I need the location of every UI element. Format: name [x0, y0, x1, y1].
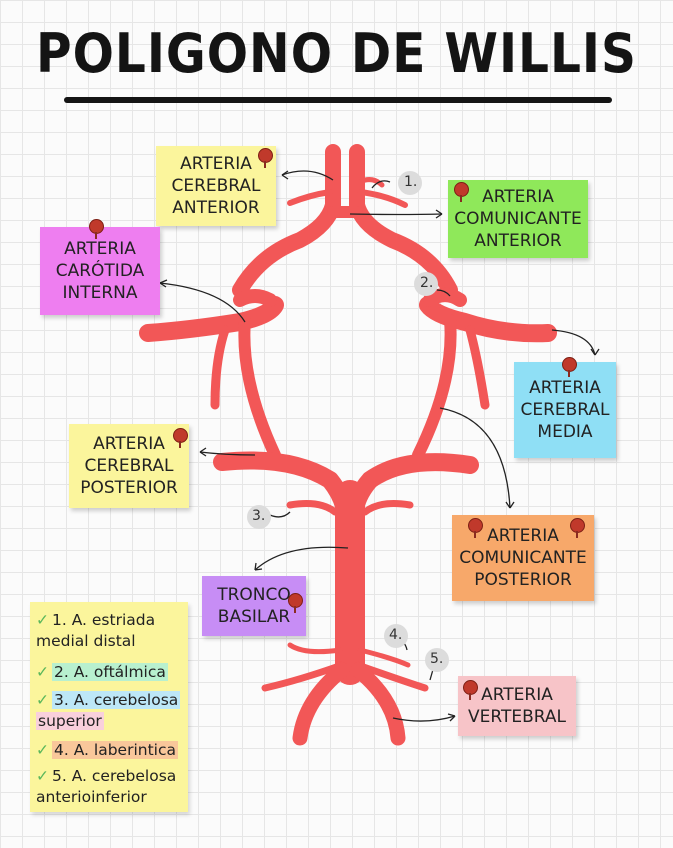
pin-icon — [288, 593, 303, 608]
check-icon: ✓ — [36, 741, 49, 759]
legend-item-4: ✓4. A. laberintica — [36, 740, 178, 761]
label-comunicante-anterior: ARTERIA COMUNICANTE ANTERIOR — [448, 180, 588, 258]
pin-icon — [562, 357, 577, 372]
label-carotida-interna: ARTERIA CARÓTIDA INTERNA — [40, 227, 160, 315]
arrow-vertebral — [393, 716, 455, 721]
superior-cerebellar-right — [365, 504, 410, 512]
carotid-right-stub — [430, 295, 460, 300]
pin-icon — [173, 428, 188, 443]
middle-cerebral-left — [148, 305, 275, 333]
striate-branch-right — [360, 192, 405, 205]
posterior-cerebral-left — [222, 460, 345, 510]
arrow-num-3 — [270, 512, 290, 517]
number-5: 5. — [430, 651, 443, 667]
labyrinthine-right — [360, 650, 408, 665]
posterior-communicating-right — [418, 320, 451, 455]
check-icon: ✓ — [36, 663, 49, 681]
number-2: 2. — [420, 275, 433, 291]
striate-branch-left — [290, 192, 330, 203]
arrow-tronco-basilar — [255, 547, 348, 570]
arrow-comunicante-anterior — [350, 214, 442, 215]
pin-icon — [89, 219, 104, 234]
pin-icon — [258, 148, 273, 163]
carotid-left-stub — [240, 296, 270, 300]
ophthalmic-left-branch — [215, 330, 225, 405]
number-4: 4. — [389, 627, 402, 643]
legend-item-1: ✓1. A. estriada medial distal — [36, 610, 155, 652]
labyrinthine-left — [290, 645, 340, 652]
legend-item-5: ✓5. A. cerebelosa anterioinferior — [36, 766, 176, 808]
pin-icon — [570, 518, 585, 533]
check-icon: ✓ — [36, 767, 49, 785]
label-cerebral-media: ARTERIA CEREBRAL MEDIA — [514, 362, 616, 458]
pin-icon — [454, 182, 469, 197]
posterior-communicating-left — [244, 320, 275, 455]
check-icon: ✓ — [36, 691, 49, 709]
legend-note: ✓1. A. estriada medial distal ✓2. A. oft… — [30, 602, 188, 812]
arrow-cerebral-media — [552, 330, 595, 355]
label-cerebral-posterior: ARTERIA CEREBRAL POSTERIOR — [69, 424, 189, 508]
check-icon: ✓ — [36, 611, 49, 629]
anterior-cerebral-right — [357, 152, 450, 290]
number-3: 3. — [252, 508, 265, 524]
pin-icon — [463, 680, 478, 695]
ophthalmic-right-branch — [470, 330, 485, 405]
pin-icon — [468, 518, 483, 533]
legend-item-2: ✓2. A. oftálmica — [36, 662, 168, 683]
superior-cerebellar-left — [290, 504, 335, 512]
number-1: 1. — [404, 174, 417, 190]
legend-item-3: ✓3. A. cerebelosa superior — [36, 690, 180, 732]
